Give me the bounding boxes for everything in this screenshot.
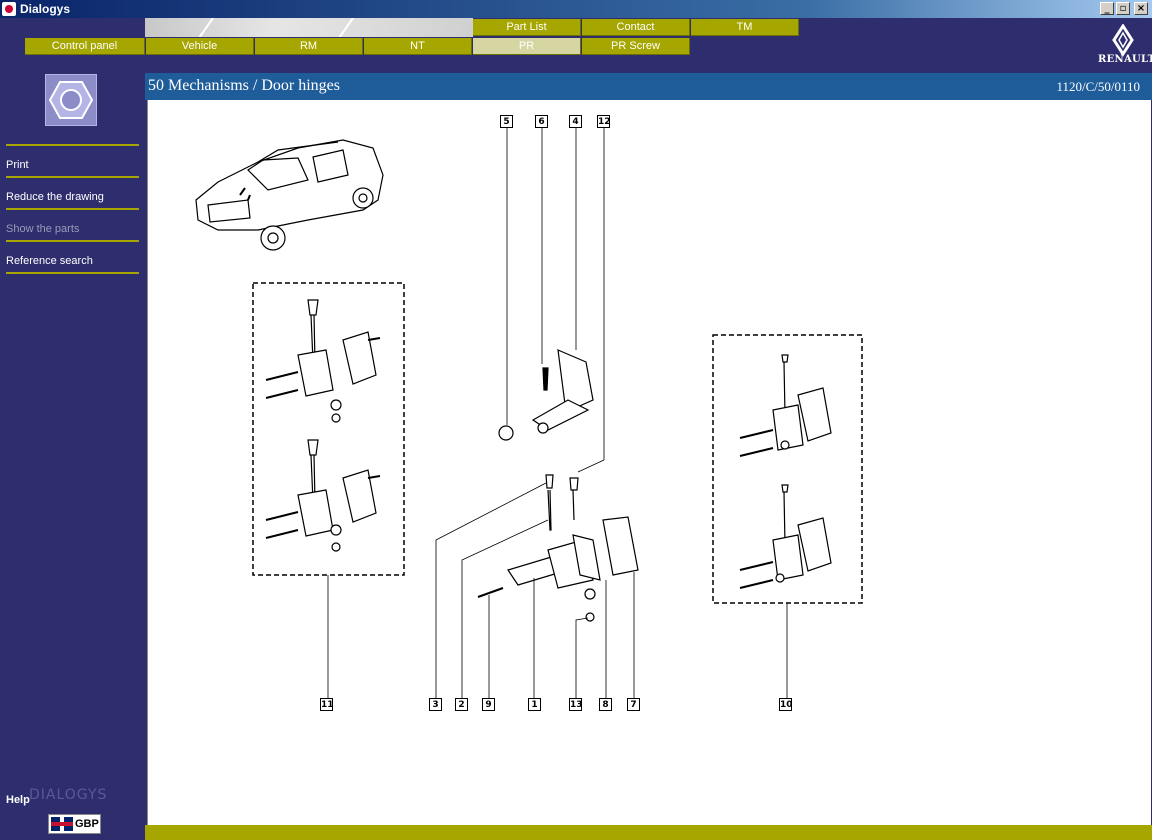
callout-label[interactable]: 13: [569, 698, 583, 711]
tab-pr-screw[interactable]: PR Screw: [582, 38, 690, 55]
hinge-assembly-left-bottom: [265, 439, 381, 552]
sidebar: [0, 73, 145, 840]
currency-selector[interactable]: GBP: [48, 814, 101, 834]
callout-label[interactable]: 4: [569, 115, 582, 128]
tab-rm[interactable]: RM: [255, 38, 363, 55]
callout-label[interactable]: 11: [320, 698, 334, 711]
hinge-assembly-right-bottom: [739, 484, 832, 589]
menu-divider: [6, 240, 139, 242]
minimize-icon[interactable]: _: [1100, 2, 1114, 15]
sidebar-item-show-parts[interactable]: Show the parts: [6, 223, 80, 235]
hinge-assembly-right-top: [739, 354, 832, 457]
callout-label[interactable]: 10: [779, 698, 793, 711]
page-title: 50 Mechanisms / Door hinges: [148, 77, 340, 94]
drawing-canvas: 5 6 4 12 11 3 2 9 1 13 8 7 10: [147, 100, 1151, 825]
car-illustration: [195, 139, 384, 251]
app-icon: [2, 2, 16, 16]
sidebar-item-reduce-drawing[interactable]: Reduce the drawing: [6, 191, 104, 203]
uk-flag-icon: [51, 817, 73, 831]
section-header: 50 Mechanisms / Door hinges 1120/C/50/01…: [145, 73, 1152, 100]
tab-tm[interactable]: TM: [691, 19, 799, 36]
window-title: Dialogys: [20, 2, 71, 16]
drawing-reference: 1120/C/50/0110: [1056, 79, 1140, 94]
dialogys-brand: DIALOGYS: [29, 787, 108, 803]
tab-nt[interactable]: NT: [364, 38, 472, 55]
header: Part List Contact TM Control panel Vehic…: [0, 18, 1152, 73]
tab-part-list[interactable]: Part List: [473, 19, 581, 36]
help-link[interactable]: Help: [6, 794, 30, 806]
bottom-strip: [145, 825, 1152, 840]
title-bar: Dialogys _ ▫ ×: [0, 0, 1152, 18]
check-strap-assembly: [498, 349, 594, 441]
hinge-assembly-left-top: [265, 299, 381, 423]
close-icon[interactable]: ×: [1134, 2, 1148, 15]
callout-label[interactable]: 3: [429, 698, 442, 711]
callout-label[interactable]: 5: [500, 115, 513, 128]
callout-label[interactable]: 8: [599, 698, 612, 711]
callout-label[interactable]: 1: [528, 698, 541, 711]
menu-divider: [6, 144, 139, 146]
callout-label[interactable]: 6: [535, 115, 548, 128]
menu-divider: [6, 208, 139, 210]
door-hinge-assembly: [477, 474, 639, 622]
sidebar-item-reference-search[interactable]: Reference search: [6, 255, 93, 267]
tab-contact[interactable]: Contact: [582, 19, 690, 36]
callout-label[interactable]: 7: [627, 698, 640, 711]
callout-label[interactable]: 12: [597, 115, 611, 128]
restore-icon[interactable]: ▫: [1116, 2, 1130, 15]
currency-code: GBP: [75, 818, 99, 830]
sidebar-item-print[interactable]: Print: [6, 159, 29, 171]
menu-divider: [6, 176, 139, 178]
tab-vehicle[interactable]: Vehicle: [146, 38, 254, 55]
tab-control-panel[interactable]: Control panel: [25, 38, 145, 55]
exploded-diagram: [195, 128, 863, 698]
callout-label[interactable]: 2: [455, 698, 468, 711]
header-banner: [145, 18, 473, 37]
tab-pr[interactable]: PR: [473, 38, 581, 55]
callout-label[interactable]: 9: [482, 698, 495, 711]
nut-icon: [45, 74, 97, 126]
menu-divider: [6, 272, 139, 274]
brand-text: RENAULT: [1098, 54, 1152, 65]
renault-logo-icon: [1112, 24, 1134, 57]
